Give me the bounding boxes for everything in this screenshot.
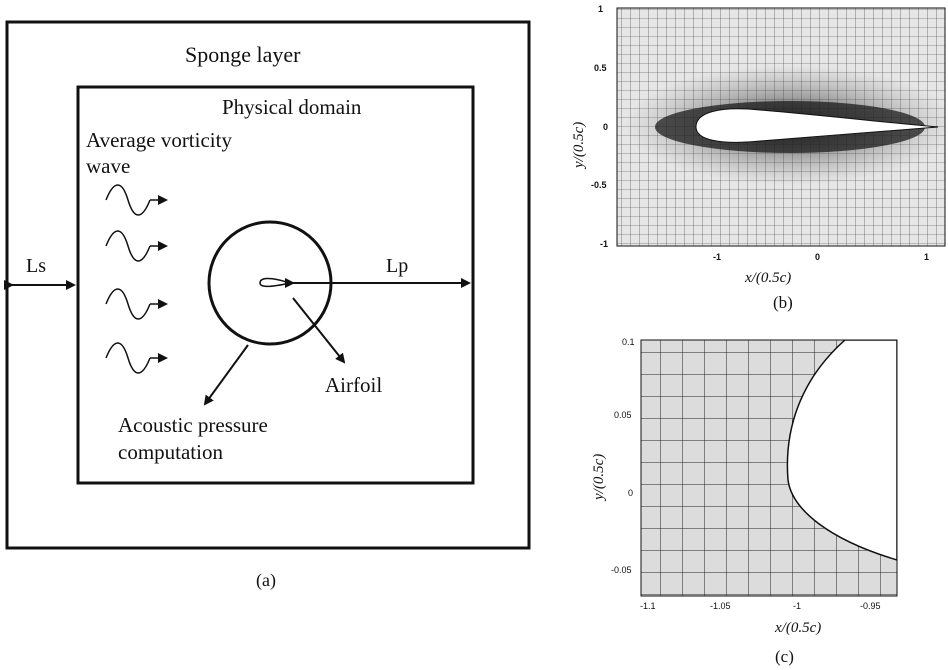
physical-domain-box <box>76 85 475 485</box>
vorticity-label-line1: Average vorticity <box>86 128 232 152</box>
plot-c-yticks: 0.1 0.05 0 -0.05 <box>611 337 635 575</box>
yticks-c-1: 0.1 <box>622 337 635 347</box>
xticks-c-4: -0.95 <box>860 601 881 611</box>
xticks-b-3: 1 <box>924 252 929 262</box>
vorticity-wave-2 <box>105 230 168 262</box>
panel-b-caption: (b) <box>773 293 793 312</box>
airfoil-cutout-c <box>786 340 897 561</box>
mesh-c <box>641 340 897 596</box>
yticks-b-1: 1 <box>598 4 603 14</box>
yticks-b-4: -0.5 <box>591 180 607 190</box>
plot-c-frame <box>640 339 898 597</box>
airfoil-pointer-arrow <box>292 297 346 364</box>
yticks-c-3: 0 <box>628 488 633 498</box>
xticks-c-3: -1 <box>793 601 801 611</box>
sponge-layer-label: Sponge layer <box>185 42 301 67</box>
panel-a-caption: (a) <box>256 570 276 591</box>
physical-domain-label: Physical domain <box>222 95 362 119</box>
acoustic-pointer-arrow <box>203 344 249 406</box>
yticks-b-5: -1 <box>600 239 608 249</box>
vorticity-wave-1 <box>105 184 168 216</box>
airfoil-label: Airfoil <box>325 373 382 397</box>
ls-label: Ls <box>26 255 46 277</box>
airfoil-shape <box>259 277 293 288</box>
yticks-b-3: 0 <box>603 122 608 132</box>
vorticity-wave-4 <box>105 342 168 374</box>
plot-b-xlabel: x/(0.5c) <box>744 270 791 286</box>
panel-a: Sponge layer Physical domain Average vor… <box>4 20 531 591</box>
plot-b-xticks: -1 0 1 <box>713 252 929 262</box>
yticks-c-4: -0.05 <box>611 565 632 575</box>
panel-c-caption: (c) <box>775 647 794 666</box>
plot-b-frame <box>616 7 946 247</box>
panel-c: 0.1 0.05 0 -0.05 -1.1 -1.05 -1 -0.95 x/(… <box>591 337 898 666</box>
xticks-c-1: -1.1 <box>640 601 656 611</box>
plot-c-ylabel: y/(0.5c) <box>591 454 607 502</box>
acoustic-label-line1: Acoustic pressure <box>118 413 268 437</box>
vorticity-label-line2: wave <box>86 154 130 178</box>
xticks-b-2: 0 <box>815 252 820 262</box>
yticks-b-2: 0.5 <box>594 63 607 73</box>
plot-b-yticks: 1 0.5 0 -0.5 -1 <box>591 4 608 249</box>
yticks-c-2: 0.05 <box>614 410 632 420</box>
airfoil-cutout-b <box>695 108 939 143</box>
plot-b-ylabel: y/(0.5c) <box>571 122 587 170</box>
lp-label: Lp <box>386 255 408 277</box>
plot-c-xlabel: x/(0.5c) <box>774 620 821 636</box>
panel-b: 1 0.5 0 -0.5 -1 -1 0 1 x/(0.5c) y/(0.5c)… <box>571 4 946 312</box>
xticks-b-1: -1 <box>713 252 721 262</box>
mesh-b <box>617 8 945 246</box>
acoustic-label-line2: computation <box>118 440 223 464</box>
plot-c-xticks: -1.1 -1.05 -1 -0.95 <box>640 601 881 611</box>
vorticity-wave-3 <box>105 288 168 320</box>
xticks-c-2: -1.05 <box>710 601 731 611</box>
